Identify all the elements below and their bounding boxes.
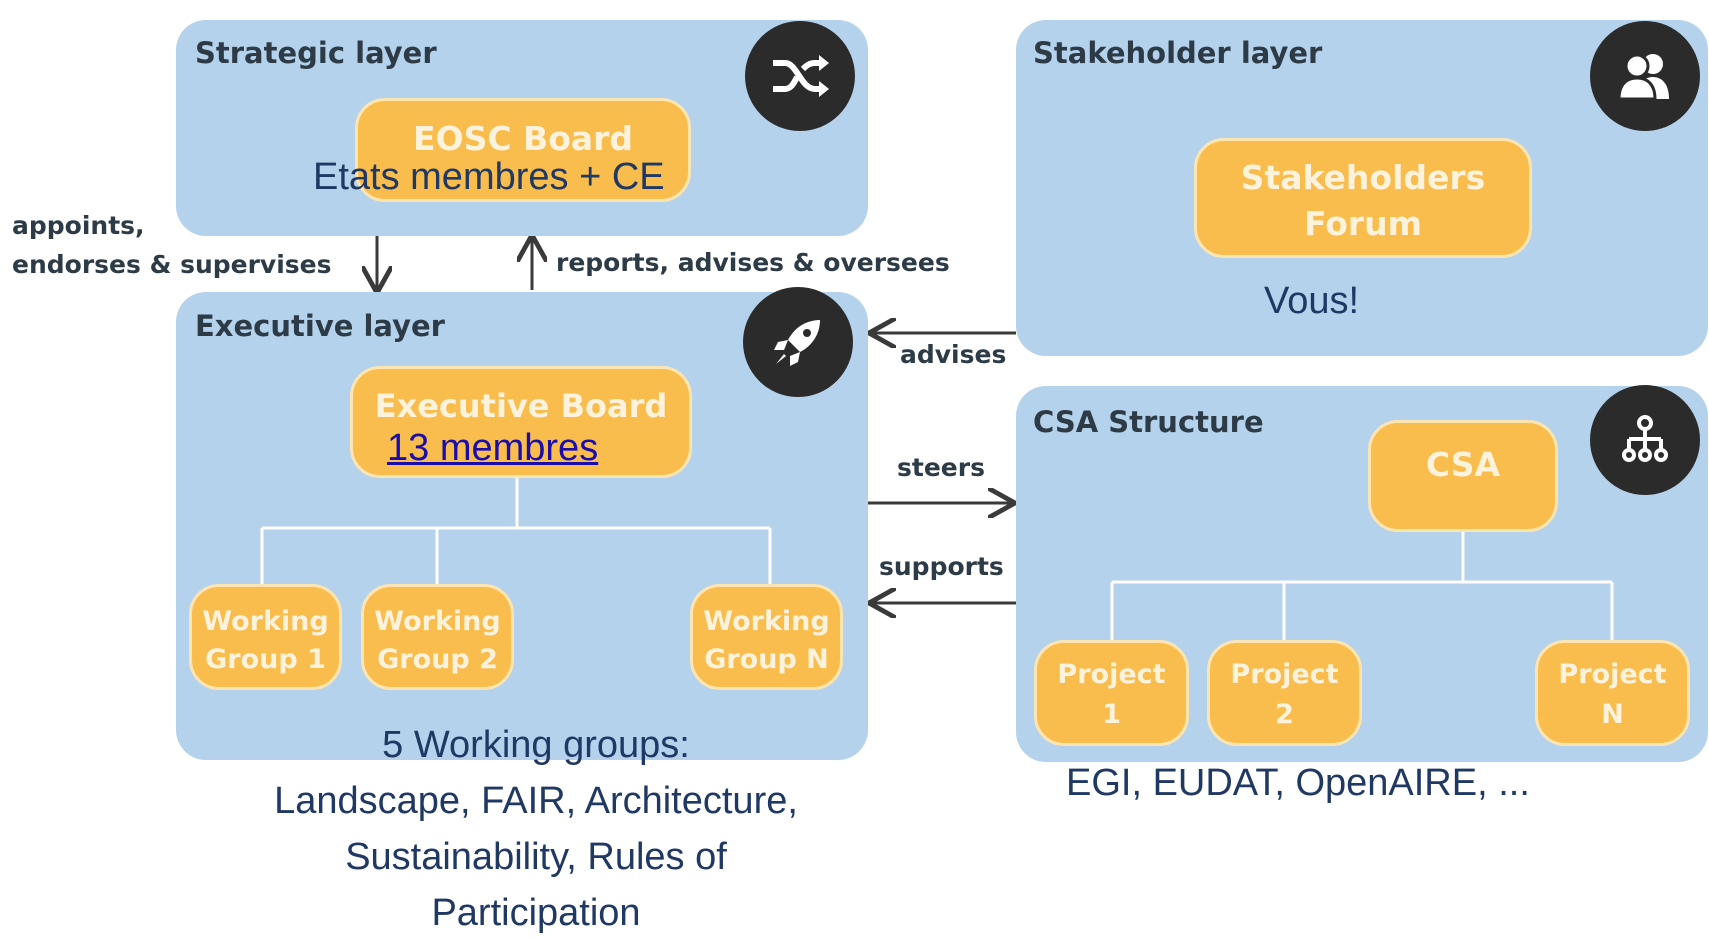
appoints-label-line1: appoints, (12, 211, 145, 240)
project-1-line1: Project (1057, 659, 1166, 690)
eosc-board-box: EOSC Board (355, 98, 691, 202)
project-2-line2: 2 (1275, 699, 1294, 730)
working-group-1-line2: Group 1 (205, 644, 326, 675)
project-2-line1: Project (1230, 659, 1339, 690)
shuffle-icon (745, 21, 855, 131)
stakeholders-forum-line2: Forum (1303, 204, 1423, 243)
appoints-label-line2: endorses & supervises (12, 250, 332, 279)
eosc-board-label: EOSC Board (412, 119, 634, 158)
users-icon (1590, 21, 1700, 131)
executive-board-label: Executive Board (374, 387, 668, 425)
working-group-1: Working Group 1 (189, 584, 342, 690)
executive-note: 5 Working groups: Landscape, FAIR, Archi… (176, 717, 896, 941)
executive-layer-title: Executive layer (195, 309, 445, 343)
working-group-1-line1: Working (202, 606, 329, 637)
csa-structure-title: CSA Structure (1033, 405, 1264, 439)
executive-note-line2: Landscape, FAIR, Architecture, (274, 780, 798, 822)
stakeholder-layer-title: Stakeholder layer (1033, 36, 1323, 70)
project-2: Project 2 (1207, 640, 1362, 746)
reports-label: reports, advises & oversees (556, 248, 950, 277)
working-group-2-line2: Group 2 (377, 644, 498, 675)
hierarchy-icon (1590, 385, 1700, 495)
project-n-line1: Project (1558, 659, 1667, 690)
working-group-n: Working Group N (690, 584, 843, 690)
rocket-icon (743, 287, 853, 397)
working-group-2: Working Group 2 (361, 584, 514, 690)
stakeholders-forum-box: Stakeholders Forum (1194, 138, 1532, 258)
csa-box: CSA (1368, 420, 1558, 532)
stakeholders-forum-line1: Stakeholders (1240, 158, 1486, 197)
project-1: Project 1 (1034, 640, 1189, 746)
executive-note-line1: 5 Working groups: (382, 724, 690, 766)
advises-label: advises (900, 340, 1007, 369)
working-group-n-line1: Working (703, 606, 830, 637)
strategic-layer-title: Strategic layer (195, 36, 437, 70)
executive-members-link[interactable]: 13 membres (387, 427, 599, 469)
executive-board-box: Executive Board (350, 366, 692, 478)
project-n: Project N (1535, 640, 1690, 746)
supports-label: supports (879, 552, 1004, 581)
executive-note-line3: Sustainability, Rules of (345, 836, 727, 878)
steers-label: steers (897, 453, 985, 482)
csa-note: EGI, EUDAT, OpenAIRE, ... (1066, 762, 1530, 804)
working-group-2-line1: Working (374, 606, 501, 637)
working-group-n-line2: Group N (704, 644, 829, 675)
stakeholder-note: Vous! (1264, 280, 1360, 322)
csa-label: CSA (1425, 445, 1501, 484)
executive-note-line4: Participation (431, 892, 641, 934)
strategic-note: Etats membres + CE (313, 156, 665, 198)
project-n-line2: N (1601, 699, 1624, 730)
project-1-line2: 1 (1102, 699, 1121, 730)
